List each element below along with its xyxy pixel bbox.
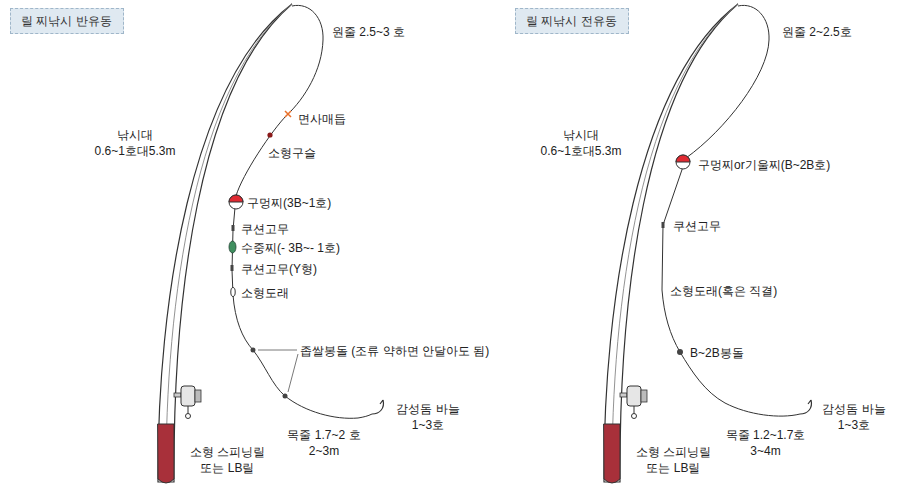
sinking-float-symbol: [229, 241, 236, 253]
swivel-symbol: [231, 288, 235, 297]
knot-mark: [285, 111, 291, 117]
part-label: 쿠션고무: [673, 218, 721, 234]
cushion-symbol: [231, 265, 234, 271]
label-holder: 소형도래(혹은 직결): [670, 283, 777, 299]
label-holder: 소형 스피닝릴 또는 LB릴: [626, 444, 721, 476]
title-text: 릴 찌낚시 전유동: [526, 13, 618, 29]
part-label: 원줄 2.5~3 호: [332, 24, 405, 40]
part-label: 소형도래(혹은 직결): [670, 283, 777, 299]
label-holder: 면사매듭: [298, 111, 346, 127]
rod-line: [612, 4, 738, 482]
label-holder: 소형구슬: [268, 145, 316, 161]
label-holder: 소형 스피닝릴 또는 LB릴: [180, 444, 275, 476]
part-label: 쿠션고무: [241, 221, 289, 237]
part-label: 낚시대 0.6~1호대5.3m: [536, 127, 626, 159]
leader-line: [258, 350, 298, 392]
cushion-symbol: [232, 225, 235, 231]
part-label: 소형도래: [241, 285, 289, 301]
rod-handle: [604, 424, 620, 483]
label-holder: 원줄 2.5~3 호: [332, 24, 405, 40]
hook-symbol: [372, 400, 383, 414]
label-holder: 소형도래: [241, 285, 289, 301]
label-holder: 원줄 2~2.5호: [782, 24, 852, 40]
part-label: 쿠션고무(Y형): [241, 261, 317, 277]
part-label: 좁쌀봉돌 (조류 약하면 안달아도 됨): [300, 343, 489, 359]
part-label: 구멍찌(3B~1호): [247, 195, 331, 211]
part-label: 낚시대 0.6~1호대5.3m: [90, 127, 180, 159]
rod-handle: [158, 424, 174, 483]
title-text: 릴 찌낚시 반유동: [21, 13, 113, 29]
part-label: 원줄 2~2.5호: [782, 24, 852, 40]
label-holder: 수중찌(- 3B~- 1호): [241, 240, 340, 256]
sinker-symbol: [251, 348, 256, 353]
part-label: 소형구슬: [268, 145, 316, 161]
part-label: 소형 스피닝릴 또는 LB릴: [180, 444, 275, 476]
rod-body: [604, 4, 738, 482]
part-label: B~2B봉돌: [690, 345, 744, 361]
title-box: 릴 찌낚시 전유동: [515, 8, 629, 34]
fishing-rod: [604, 4, 738, 483]
float-symbol: [229, 195, 243, 209]
label-holder: 쿠션고무: [241, 221, 289, 237]
label-holder: 구멍찌or기울찌(B~2B호): [698, 157, 830, 173]
float-symbol: [676, 155, 690, 169]
cushion-symbol: [662, 222, 665, 228]
bead-symbol: [267, 132, 272, 137]
part-label: 구멍찌or기울찌(B~2B호): [698, 157, 830, 173]
part-label: 감성돔 바늘 1~3호: [392, 401, 464, 433]
reel-symbol: [174, 386, 201, 419]
label-holder: 쿠션고무: [673, 218, 721, 234]
title-box: 릴 찌낚시 반유동: [10, 8, 124, 34]
reel-symbol: [620, 386, 647, 419]
hook-symbol: [800, 400, 811, 414]
label-holder: 감성돔 바늘 1~3호: [392, 401, 464, 433]
fishing-line: [662, 5, 800, 416]
label-holder: 쿠션고무(Y형): [241, 261, 317, 277]
label-holder: 감성돔 바늘 1~3호: [818, 401, 890, 433]
label-holder: 구멍찌(3B~1호): [247, 195, 331, 211]
label-holder: 낚시대 0.6~1호대5.3m: [536, 127, 626, 159]
label-holder: B~2B봉돌: [690, 345, 744, 361]
part-label: 목줄 1.2~1.7호 3~4m: [718, 427, 813, 459]
part-label: 면사매듭: [298, 111, 346, 127]
part-label: 수중찌(- 3B~- 1호): [241, 240, 340, 256]
part-label: 목줄 1.7~2 호 2~3m: [280, 427, 368, 459]
part-label: 소형 스피닝릴 또는 LB릴: [626, 444, 721, 476]
label-holder: 낚시대 0.6~1호대5.3m: [90, 127, 180, 159]
label-holder: 목줄 1.2~1.7호 3~4m: [718, 427, 813, 459]
label-holder: 좁쌀봉돌 (조류 약하면 안달아도 됨): [300, 343, 489, 359]
part-label: 감성돔 바늘 1~3호: [818, 401, 890, 433]
sinker-symbol: [677, 349, 683, 355]
label-holder: 목줄 1.7~2 호 2~3m: [280, 427, 368, 459]
sinker-symbol: [283, 394, 288, 399]
